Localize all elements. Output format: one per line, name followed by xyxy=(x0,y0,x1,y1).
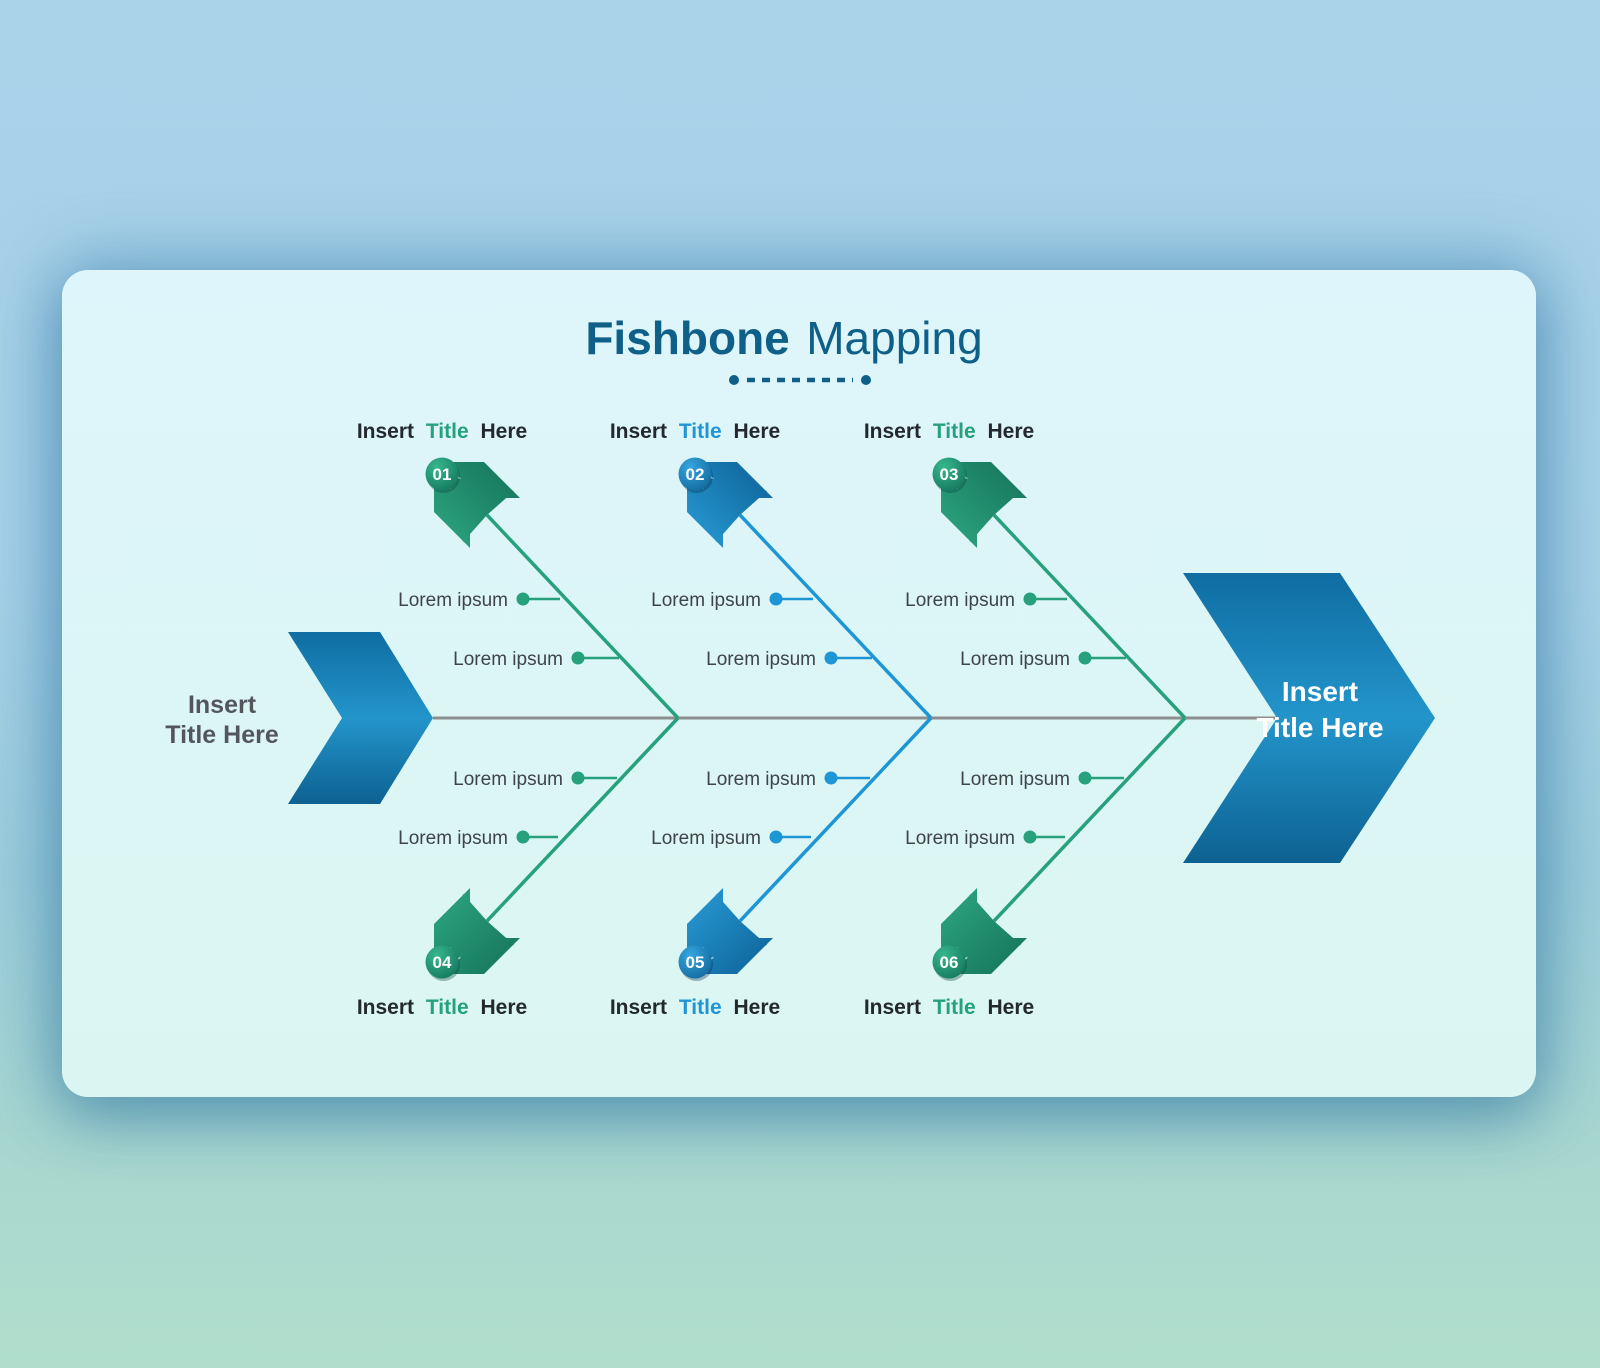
svg-text:Lorem ipsum: Lorem ipsum xyxy=(398,590,508,611)
svg-text:Lorem ipsum: Lorem ipsum xyxy=(960,649,1070,670)
branch-01-badge xyxy=(425,457,459,491)
svg-text:Lorem ipsum: Lorem ipsum xyxy=(706,769,816,790)
branch-05-label-0: Lorem ipsum xyxy=(706,769,870,790)
branch-01-label-1: Lorem ipsum xyxy=(453,649,619,670)
svg-text:Lorem ipsum: Lorem ipsum xyxy=(651,590,761,611)
divider-dot-right xyxy=(861,375,871,385)
branch-06-title: Insert Title Here xyxy=(864,996,1034,1019)
connector-dot xyxy=(769,830,783,844)
connector-dot xyxy=(1023,592,1037,606)
branch-06-bone xyxy=(992,716,1187,923)
branch-04-bone xyxy=(485,716,680,923)
divider-dot-left xyxy=(729,375,739,385)
connector-dot xyxy=(824,771,838,785)
branch-02: 02 Insert Title Here Lorem ipsum Lorem i… xyxy=(610,420,872,670)
branch-01-title: Insert Title Here xyxy=(357,420,527,443)
connector-dot xyxy=(516,592,530,606)
branch-04-label-0: Lorem ipsum xyxy=(453,769,617,790)
branch-04-title: Insert Title Here xyxy=(357,996,527,1019)
branch-04-badge xyxy=(425,945,459,979)
branch-05-title: Insert Title Here xyxy=(610,996,780,1019)
branch-02-label-1: Lorem ipsum xyxy=(706,649,872,670)
branch-01-badge-number: 01 xyxy=(433,465,452,484)
branch-03-badge xyxy=(932,457,966,491)
connector-dot xyxy=(824,651,838,665)
branch-02-badge-number: 02 xyxy=(686,465,705,484)
branch-03: 03 Insert Title Here Lorem ipsum Lorem i… xyxy=(864,420,1126,670)
branch-04-badge-number: 04 xyxy=(433,953,452,972)
page-title: Fishbone Mapping xyxy=(585,312,982,364)
svg-text:Lorem ipsum: Lorem ipsum xyxy=(960,769,1070,790)
branch-01-label-0: Lorem ipsum xyxy=(398,590,560,611)
branch-05-badge-number: 05 xyxy=(686,953,705,972)
connector-dot xyxy=(769,592,783,606)
branch-04: 04 Insert Title Here Lorem ipsum Lorem i… xyxy=(357,769,617,1019)
branch-06-label-0: Lorem ipsum xyxy=(960,769,1124,790)
branch-02-bone xyxy=(738,513,933,720)
head-arrow-label-line2: Title Here xyxy=(1256,712,1383,743)
svg-text:Lorem ipsum: Lorem ipsum xyxy=(453,769,563,790)
branch-03-label-0: Lorem ipsum xyxy=(905,590,1067,611)
svg-text:Lorem ipsum: Lorem ipsum xyxy=(905,828,1015,849)
tail-arrow-shape xyxy=(288,632,433,804)
branch-06-badge-number: 06 xyxy=(940,953,959,972)
svg-text:Lorem ipsum: Lorem ipsum xyxy=(651,828,761,849)
svg-text:Lorem ipsum: Lorem ipsum xyxy=(706,649,816,670)
branch-02-title: Insert Title Here xyxy=(610,420,780,443)
title-divider xyxy=(729,375,871,385)
svg-text:Lorem ipsum: Lorem ipsum xyxy=(905,590,1015,611)
head-arrow-shape xyxy=(1183,573,1435,863)
branch-02-label-0: Lorem ipsum xyxy=(651,590,813,611)
connector-dot xyxy=(571,651,585,665)
tail-arrow-label-line2: Title Here xyxy=(165,721,279,749)
branch-03-bone xyxy=(992,513,1187,720)
connector-dot xyxy=(516,830,530,844)
branch-01-bone xyxy=(485,513,680,720)
branch-05: 05 Insert Title Here Lorem ipsum Lorem i… xyxy=(610,769,870,1019)
slide-card: Fishbone Mapping Insert Title Here Inser… xyxy=(62,270,1536,1097)
branch-03-badge-number: 03 xyxy=(940,465,959,484)
branch-06-label-1: Lorem ipsum xyxy=(905,828,1065,849)
connector-dot xyxy=(571,771,585,785)
branch-01: 01 Insert Title Here Lorem ipsum Lorem i… xyxy=(357,420,619,670)
svg-text:Lorem ipsum: Lorem ipsum xyxy=(453,649,563,670)
fishbone-diagram: Fishbone Mapping Insert Title Here Inser… xyxy=(165,312,1435,1019)
page-title-bold: Fishbone xyxy=(585,312,789,364)
svg-text:Lorem ipsum: Lorem ipsum xyxy=(398,828,508,849)
branch-05-bone xyxy=(738,716,933,923)
branch-05-label-1: Lorem ipsum xyxy=(651,828,811,849)
page-title-regular: Mapping xyxy=(806,312,982,364)
branch-05-badge xyxy=(678,945,712,979)
branch-06-badge xyxy=(932,945,966,979)
connector-dot xyxy=(1078,771,1092,785)
connector-dot xyxy=(1078,651,1092,665)
head-arrow-label-line1: Insert xyxy=(1282,676,1358,707)
branch-06: 06 Insert Title Here Lorem ipsum Lorem i… xyxy=(864,769,1124,1019)
branch-03-title: Insert Title Here xyxy=(864,420,1034,443)
connector-dot xyxy=(1023,830,1037,844)
tail-arrow-label-line1: Insert xyxy=(188,691,257,719)
branch-02-badge xyxy=(678,457,712,491)
branch-04-label-1: Lorem ipsum xyxy=(398,828,558,849)
branch-03-label-1: Lorem ipsum xyxy=(960,649,1126,670)
